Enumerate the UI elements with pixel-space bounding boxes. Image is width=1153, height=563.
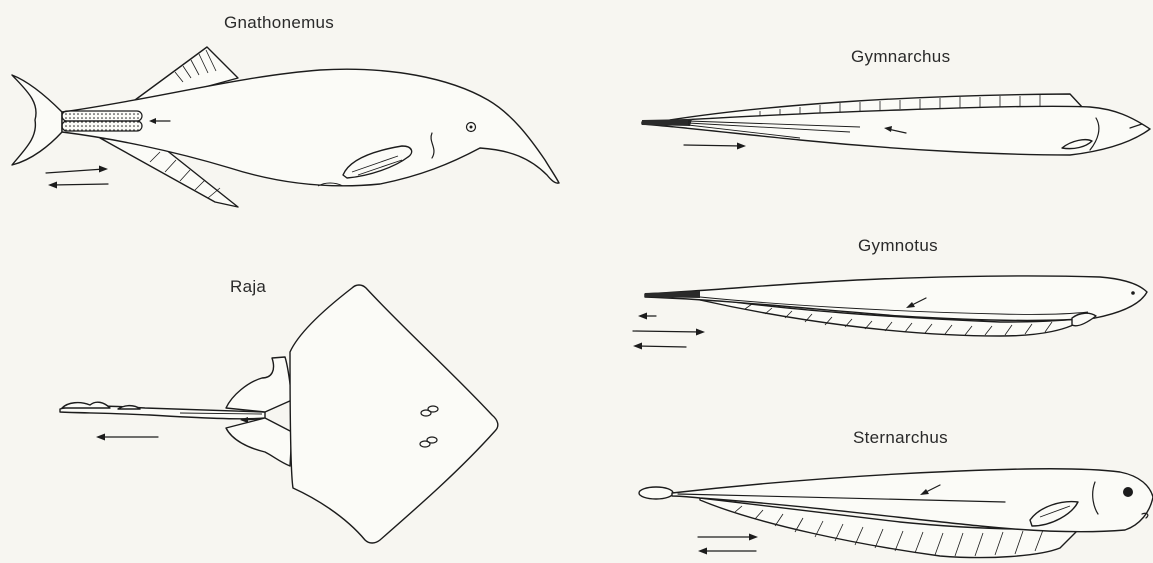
raja-pelvic-lobe-top: [226, 357, 292, 412]
sternarchus-fish: [639, 469, 1153, 558]
gymnotus-fish: [633, 276, 1147, 350]
raja-fish: [60, 285, 498, 543]
raja-tail-fin-1: [62, 402, 110, 408]
sternarchus-direction-arrows: [698, 534, 758, 555]
gymnotus-tail-tip: [645, 291, 700, 298]
gnathonemus-electric-organ-bottom: [62, 121, 142, 131]
gymnarchus-fish: [642, 94, 1150, 155]
sternarchus-eye: [1123, 487, 1133, 497]
gymnarchus-direction-arrow: [684, 145, 742, 146]
raja-pelvic-lobe-bottom: [226, 418, 292, 466]
gymnarchus-tail-tip: [642, 119, 692, 126]
raja-disc: [290, 285, 498, 543]
gymnotus-direction-arrows: [633, 313, 705, 350]
sternarchus-tail-paddle: [639, 487, 673, 499]
gnathonemus-direction-arrows: [46, 166, 108, 189]
gnathonemus-electric-organ-top: [62, 111, 142, 121]
gymnotus-eye: [1131, 291, 1135, 295]
gymnotus-pectoral-fin: [1072, 313, 1096, 326]
gnathonemus-fish: [12, 47, 559, 207]
gnathonemus-tail: [12, 75, 62, 165]
